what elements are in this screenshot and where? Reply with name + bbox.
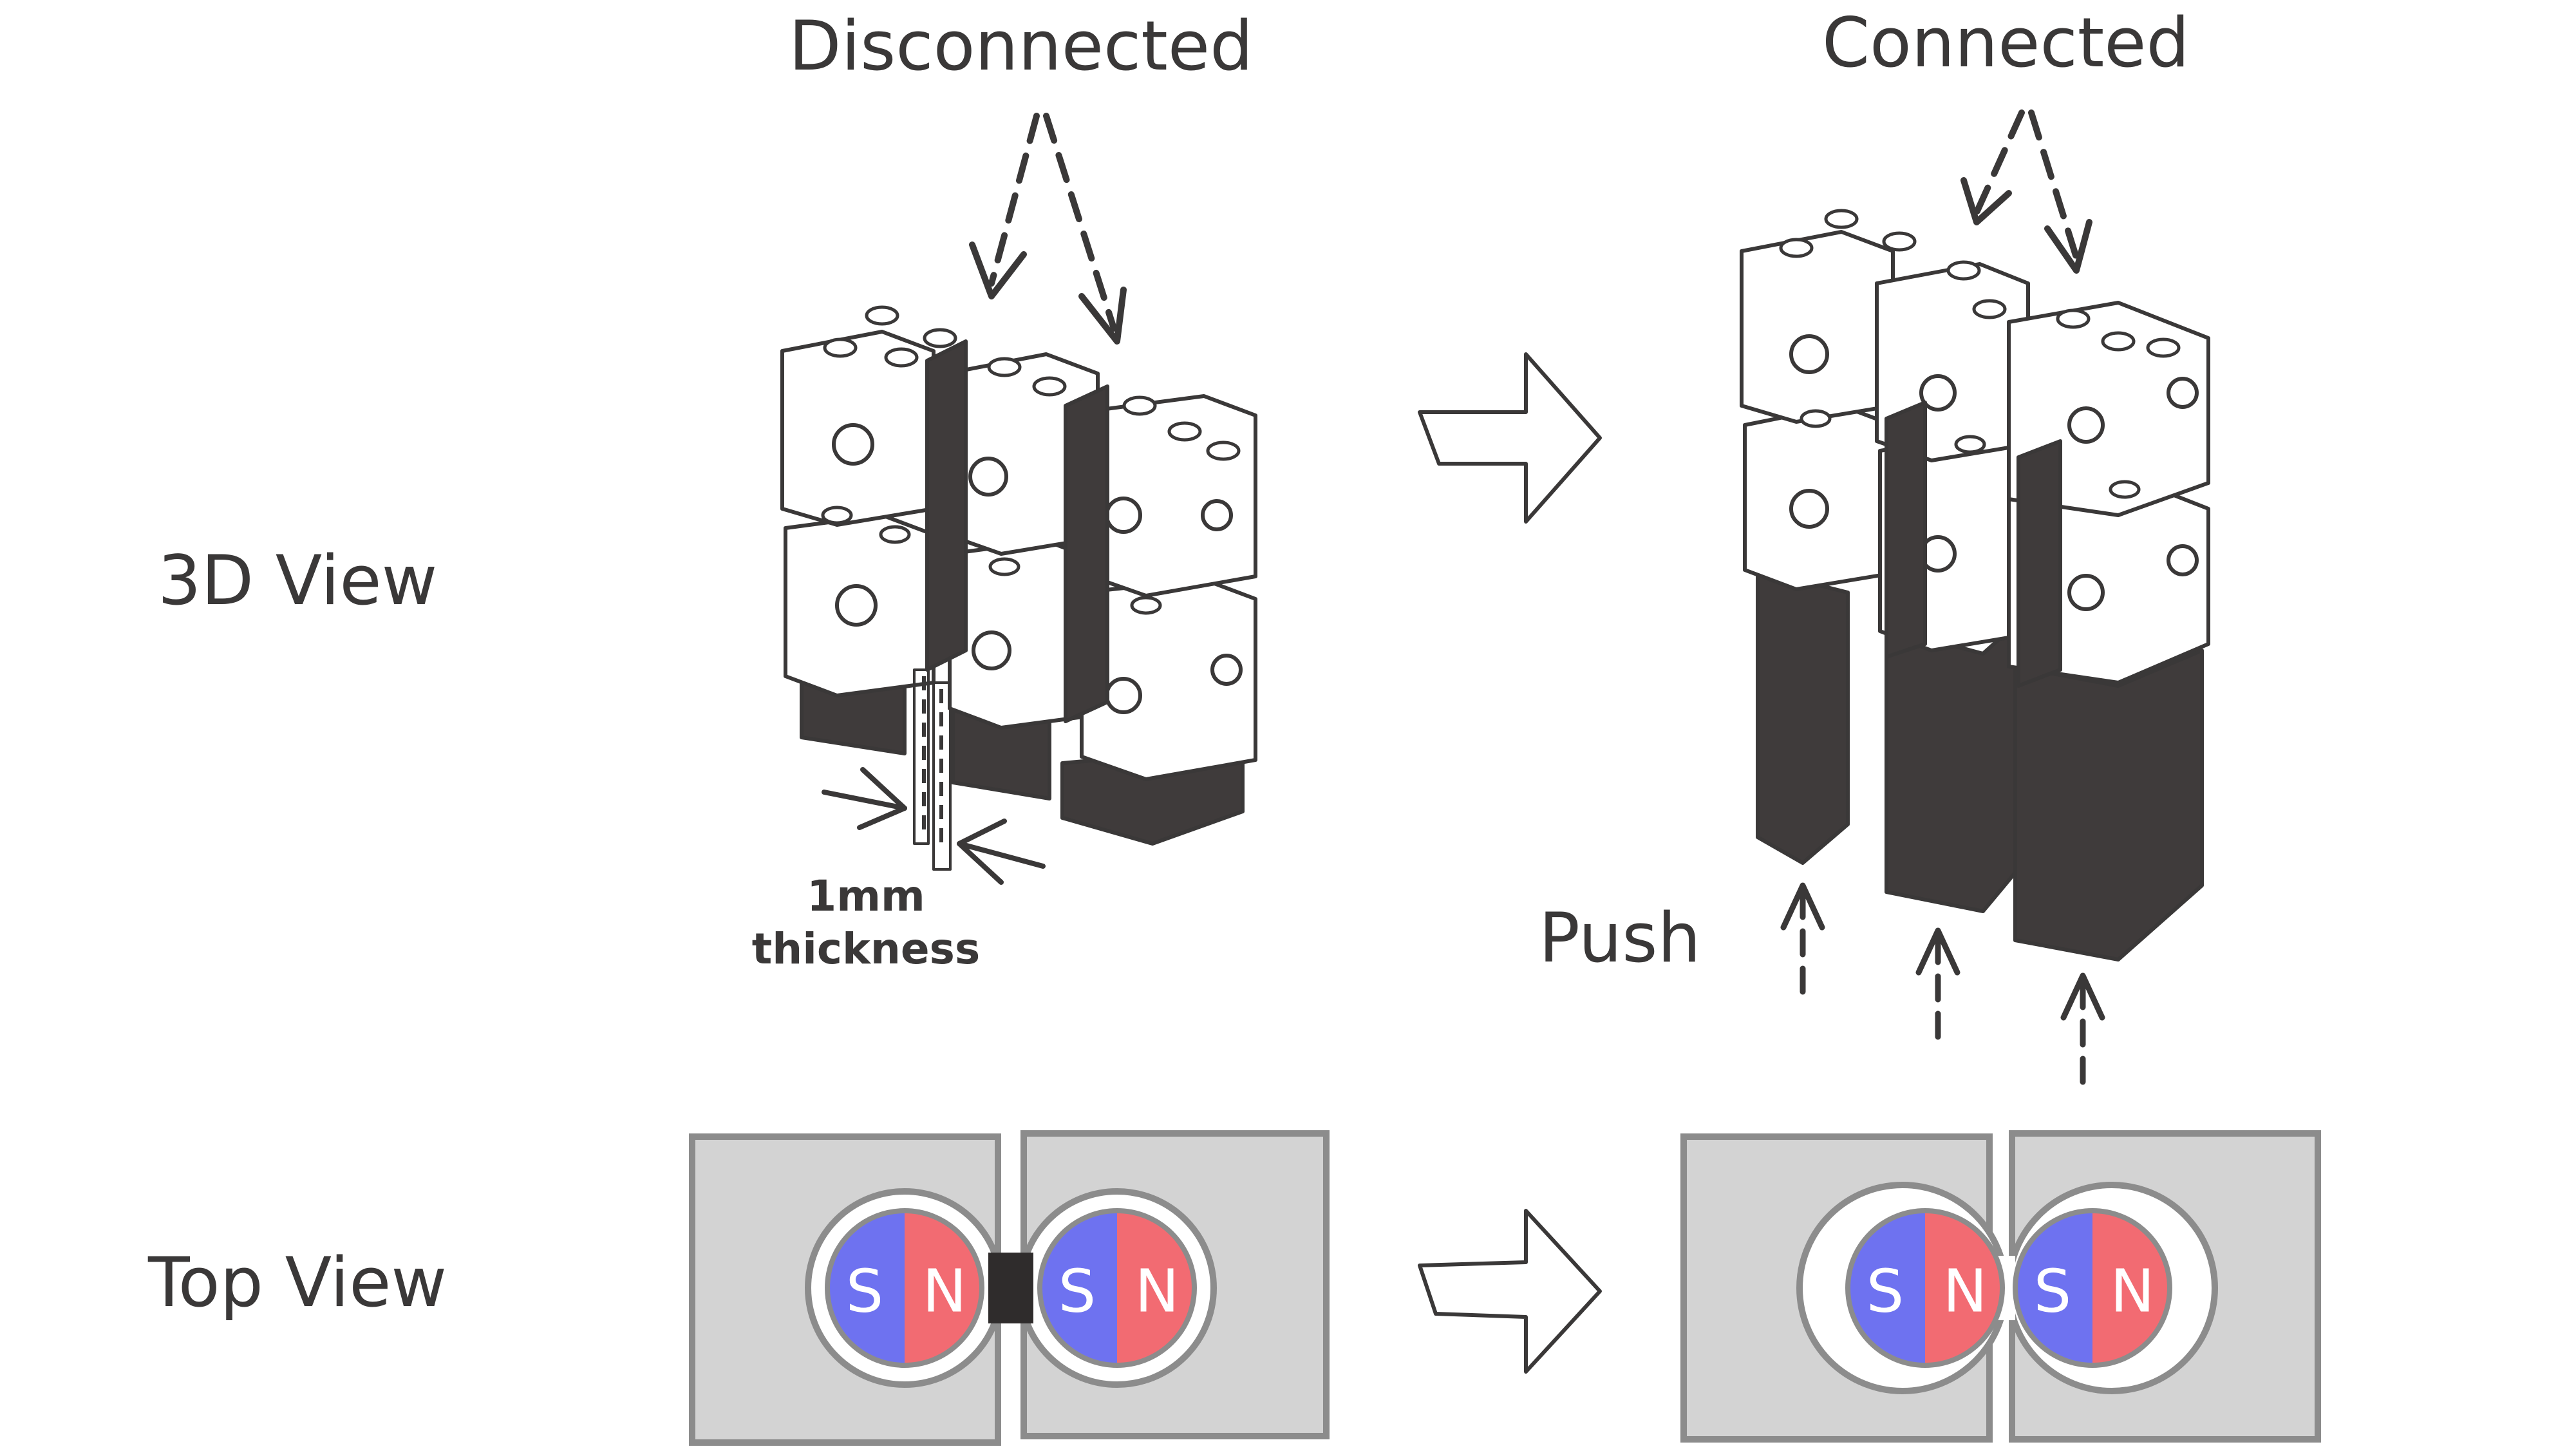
thickness-word-label: thickness [751,924,981,974]
thickness-arrows [822,767,1046,885]
connected-studs [1779,209,2181,499]
pole-s-2: S [1058,1257,1096,1326]
pole-s-3: S [1866,1257,1904,1326]
transition-arrow-top [1418,1209,1602,1374]
disconnected-pointer-arrows [969,113,1127,345]
connected-lower-modules [1743,404,2210,685]
connected-3d-assembly [1740,209,2210,961]
magnet-left-disconnected [825,1208,984,1368]
pole-s-1: S [846,1257,883,1326]
magnet-right-disconnected [1037,1208,1197,1368]
thickness-arrow-left [822,790,907,811]
top-view-disconnected [689,1130,1330,1446]
connected-label: Connected [1822,3,2190,82]
pole-s-4: S [2034,1257,2071,1326]
disconnected-3d-assembly [780,305,1257,871]
view-top-label: Top View [148,1243,447,1322]
top-view-connected [1680,1130,2321,1443]
thickness-arrowhead-right [957,819,1007,885]
thickness-arrowhead-left [857,767,907,830]
view-3d-label: 3D View [158,541,438,620]
thickness-value-label: 1mm [807,871,925,921]
disconnected-studs [821,305,1241,615]
transition-arrow-3d [1418,352,1602,524]
disconnected-upper-modules [780,330,1257,598]
disconnected-label: Disconnected [789,6,1254,86]
connected-bases [1756,568,2204,961]
thin-plate-outline [913,668,952,871]
pole-letters: S N S N S N S N [846,1257,2155,1326]
pole-n-4: N [2111,1257,2155,1326]
connected-connector-plates [1885,401,2062,688]
magnet-right-connected [2013,1208,2172,1368]
magnet-left-connected [1845,1208,2005,1368]
pole-n-2: N [1135,1257,1180,1326]
separator-plate [988,1253,1033,1323]
disconnected-connector-plates [925,339,1109,723]
pole-n-1: N [923,1257,967,1326]
connected-pointer-arrows [1960,109,2092,274]
pole-n-3: N [1943,1257,1988,1326]
push-arrows [1780,882,2105,1085]
push-label: Push [1539,898,1701,978]
thickness-arrow-right [957,841,1046,869]
